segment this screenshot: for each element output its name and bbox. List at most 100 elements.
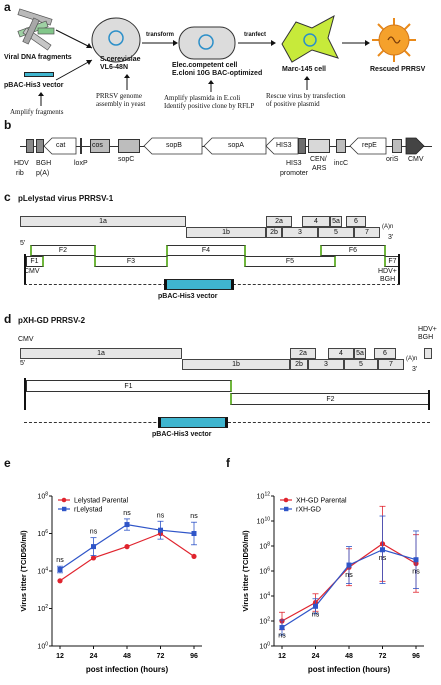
marc-145-cell-icon (281, 14, 339, 63)
repe-arrow-icon (349, 137, 387, 155)
d-three-prime: 3' (412, 366, 418, 373)
data-point (57, 578, 63, 584)
x-tick-label: 72 (157, 653, 165, 660)
transform-label: transform (146, 32, 175, 38)
y-tick-label: 1012 (257, 492, 271, 501)
panel-d-vector (158, 417, 228, 428)
y-tick-label: 1010 (257, 517, 271, 526)
data-point (57, 567, 63, 573)
fragment-f4: F4 (166, 245, 246, 256)
rescued-label: Rescued PRRSV (370, 66, 426, 73)
repe-label: repE (362, 142, 377, 149)
panel-d-title: pXH-GD PRRSV-2 (18, 316, 86, 325)
data-point (124, 522, 130, 528)
significance-label: ns (90, 529, 98, 536)
x-tick-label: 48 (123, 653, 131, 660)
cmv-label: CMV (408, 156, 424, 163)
d-orf-1b: 1b (182, 359, 290, 370)
legend-label: rLelystad (74, 507, 103, 514)
marc-note-arrow-icon (304, 76, 310, 90)
ars-label: ARS (312, 165, 327, 172)
rescued-virus-icon (372, 18, 416, 62)
panel-c-hdv: HDV+ (378, 268, 397, 275)
panel-d-bgh: BGH (418, 334, 434, 341)
panel-d-right-end (428, 390, 430, 410)
x-tick-label: 24 (90, 653, 98, 660)
y-tick-label: 100 (37, 642, 48, 651)
marc-note-2: of positive plasmid (266, 100, 320, 108)
panel-d-left-end (24, 378, 26, 410)
orf-2a: 2a (266, 216, 292, 227)
legend-marker (62, 506, 67, 512)
y-tick-label: 104 (259, 592, 270, 601)
panel-f-label: f (226, 456, 230, 470)
y-tick-label: 106 (259, 567, 270, 576)
transform-arrow-icon (142, 40, 178, 46)
cen-ars-box (308, 139, 330, 153)
cat-arrow-icon (43, 137, 77, 155)
x-tick-label: 48 (345, 653, 353, 660)
panel-d-cmv: CMV (18, 336, 34, 343)
data-point (279, 625, 285, 631)
three-prime-label: 3' (388, 234, 394, 241)
panel-a-label: a (4, 0, 11, 14)
legend-label: rXH-GD (296, 507, 321, 514)
his3-promoter-label-1: HIS3 (286, 160, 302, 167)
ecoli-note-arrow-icon (208, 80, 214, 92)
loxp-label: loxP (74, 160, 88, 167)
y-tick-label: 108 (259, 542, 270, 551)
viral-dna-fragments-icon (17, 8, 55, 51)
legend-marker (283, 497, 289, 503)
x-tick-label: 12 (278, 653, 286, 660)
data-point (91, 544, 96, 550)
d-fragment-f2: F2 (230, 393, 430, 405)
significance-label: ns (345, 572, 353, 579)
panel-c-label: c (4, 190, 11, 204)
his3-promoter-block (298, 138, 306, 154)
rib-label: rib (16, 170, 24, 177)
panel-c-vector-label: pBAC-His3 vector (158, 293, 218, 300)
d-orf-4: 4 (328, 348, 354, 359)
ecoli-label-1: Elec.competent cell (172, 62, 238, 69)
transfect-arrow-icon (238, 40, 276, 46)
data-point (346, 562, 352, 568)
d-orf-3: 3 (308, 359, 344, 370)
fragment-f5: F5 (244, 256, 336, 267)
cos-label: cos (92, 142, 103, 149)
cmv-arrow-icon (405, 137, 425, 155)
sopc-box (118, 139, 140, 153)
d-five-prime: 5' (20, 360, 26, 367)
yeast-cell-icon (91, 17, 141, 63)
cos-box (90, 139, 110, 153)
fragments-to-yeast-arrow-icon (55, 29, 93, 81)
significance-label: ns (412, 568, 420, 575)
panel-c-vector (164, 279, 234, 290)
y-axis-label: Virus titter (TCID50/ml) (19, 530, 28, 612)
panel-c-cmv: CMV (24, 268, 40, 275)
orf-1b: 1b (186, 227, 266, 238)
incc-label: incC (334, 160, 349, 167)
x-tick-label: 72 (379, 653, 387, 660)
hdv-block (26, 139, 34, 153)
x-tick-label: 12 (56, 653, 64, 660)
marc-label: Marc-145 cell (282, 66, 326, 73)
sopa-label: sopA (228, 142, 244, 149)
significance-label: ns (190, 513, 198, 520)
data-point (191, 531, 197, 536)
marc-note-1: Rescue virus by transfection (266, 92, 346, 100)
significance-label: ns (379, 555, 387, 562)
series-line-0 (59, 532, 195, 582)
panel-c-bgh: BGH (380, 276, 396, 283)
panel-c-left-end (24, 254, 26, 284)
x-axis-label: post infection (hours) (86, 665, 169, 674)
orf-1a: 1a (20, 216, 186, 227)
yeast-label-2: VL6-48N (100, 64, 129, 71)
sopb-label: sopB (166, 142, 182, 149)
y-tick-label: 102 (37, 604, 48, 613)
d-orf-2a: 2a (290, 348, 316, 359)
rescue-arrow-icon (342, 40, 370, 46)
data-point (380, 547, 385, 553)
d-orf-2b: 2b (290, 359, 308, 370)
x-tick-label: 96 (412, 653, 420, 660)
ecoli-note-2: Identify positive clone by RFLP (164, 102, 255, 110)
